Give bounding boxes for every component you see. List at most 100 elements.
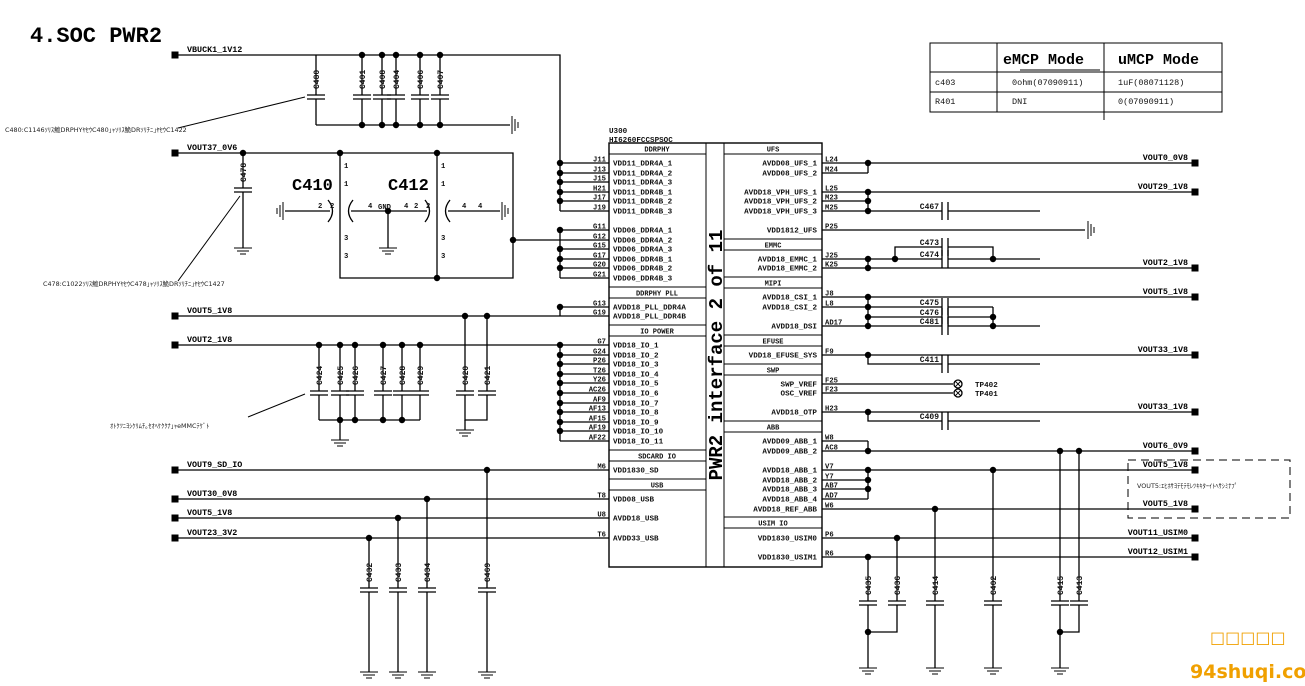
table-cell: DNI: [1012, 97, 1027, 107]
ground-icon: [456, 429, 474, 437]
capacitor-label: C429: [417, 366, 426, 385]
capacitor-label: C428: [399, 366, 408, 385]
capacitor-plate: [327, 199, 334, 223]
wire: [868, 538, 898, 633]
pin-number: G15: [593, 243, 606, 251]
mode-table: eMCP Mode uMCP Mode c403 0ohm(07090911) …: [929, 42, 1223, 120]
capacitor-gap: [418, 95, 422, 99]
capacitor-plate: [424, 199, 431, 223]
junction-dot: [358, 51, 366, 59]
section-header: [723, 238, 823, 251]
watermark-logo: □□□□□: [1210, 628, 1286, 647]
pin-name: AVDD33_USB: [613, 536, 659, 544]
section-title: SWP: [767, 368, 780, 376]
capacitor-label: C474: [920, 251, 939, 260]
capacitor-label: C435: [865, 576, 874, 595]
pin-name: VDD1830_USIM1: [758, 555, 818, 563]
pin-number: J17: [593, 195, 606, 203]
capacitor-icon: [393, 390, 411, 396]
chip-u300[interactable]: U300 HI6260FCCSPSOC PWR2 interface 2 of …: [608, 128, 823, 568]
cap-pin-number: 4: [478, 203, 483, 211]
ground-icon: [418, 671, 436, 679]
pin-name: VDD18_IO_10: [613, 429, 664, 437]
test-point-label: TP401: [975, 391, 998, 399]
cap-pin-number: 2: [426, 203, 430, 211]
watermark-site: 94shuqi.com: [1190, 661, 1305, 683]
table-header-emcp: eMCP Mode: [1003, 52, 1084, 69]
capacitor-gap: [942, 315, 948, 319]
pin-number: P25: [825, 224, 838, 232]
cap-pin-number: 1: [441, 163, 446, 171]
pin-name: VDD18_EFUSE_SYS: [749, 353, 818, 361]
pin-name: VDD18_IO_4: [613, 372, 659, 380]
capacitor-gap: [942, 362, 948, 366]
junction-dot: [864, 466, 872, 474]
net-label: VOUT0_0V8: [1143, 153, 1188, 163]
junction-dot: [864, 476, 872, 484]
pin-name: VDD1812_UFS: [767, 228, 818, 236]
capacitor-gap: [380, 95, 384, 99]
net-label: VOUT23_3V2: [187, 528, 237, 538]
pin-number: AD7: [825, 493, 838, 501]
junction-dot: [416, 341, 424, 349]
junction-dot: [556, 370, 564, 378]
capacitor-gap: [360, 95, 364, 99]
capacitor-gap: [942, 209, 948, 213]
net-port-icon: [1191, 553, 1199, 561]
pin-name: VDD18_IO_5: [613, 381, 659, 389]
test-point-label: TP402: [975, 382, 998, 390]
table-cell: 0ohm(07090911): [1012, 78, 1083, 88]
capacitor-icon: [411, 390, 429, 396]
pin-name: VDD18_IO_9: [613, 420, 659, 428]
pin-number: G7: [597, 339, 606, 347]
capacitor-label: C425: [337, 366, 346, 385]
junction-dot: [392, 51, 400, 59]
pin-number: J15: [593, 176, 606, 184]
pin-number: Y26: [593, 377, 606, 385]
section-header: [608, 324, 707, 337]
wire: [175, 152, 514, 279]
pin-number: M25: [825, 205, 838, 213]
capacitor-gap: [1077, 601, 1081, 605]
capacitor-label: C401: [359, 70, 368, 89]
pin-number: U8: [597, 512, 606, 520]
net-label: VOUT6_0V9: [1143, 441, 1188, 451]
pin-number: AF9: [593, 397, 606, 405]
cap-pin-number: 2: [330, 203, 334, 211]
capacitor-icon: [478, 390, 496, 396]
capacitor-gap: [400, 391, 404, 395]
capacitor-gap: [425, 588, 429, 592]
pin-number: J11: [593, 157, 607, 165]
net-port-icon: [1191, 159, 1199, 167]
junction-dot: [433, 149, 441, 157]
pin-number: AC8: [825, 445, 838, 453]
junction-dot: [351, 416, 359, 424]
junction-dot: [556, 245, 564, 253]
net-port-icon: [1191, 505, 1199, 513]
capacitor-label: C409: [920, 413, 939, 422]
capacitor-icon: [360, 587, 378, 593]
pin-name: AVDD18_VPH_UFS_3: [744, 209, 817, 217]
section-header: [608, 142, 707, 155]
capacitor-label: C415: [1057, 576, 1066, 595]
junction-dot: [556, 389, 564, 397]
section-header: [723, 363, 823, 376]
junction-dot: [336, 149, 344, 157]
ground-icon: [859, 667, 877, 675]
net-label: VOUT2_1V8: [187, 335, 232, 345]
pin-number: G17: [593, 253, 606, 261]
capacitor-icon: [941, 355, 949, 373]
capacitor-gap: [942, 324, 948, 328]
ground-icon: [478, 671, 496, 679]
pin-number: L8: [825, 301, 834, 309]
cap-pin-number: 1: [344, 163, 349, 171]
test-point-icon: [954, 389, 962, 397]
pin-number: M6: [597, 464, 606, 472]
junction-dot: [392, 121, 400, 129]
capacitor-gap: [353, 391, 357, 395]
junction-dot: [864, 628, 872, 636]
pin-number: L24: [825, 157, 839, 165]
junction-dot: [864, 159, 872, 167]
capacitor-label: C406: [417, 70, 426, 89]
ground-icon: [984, 667, 1002, 675]
